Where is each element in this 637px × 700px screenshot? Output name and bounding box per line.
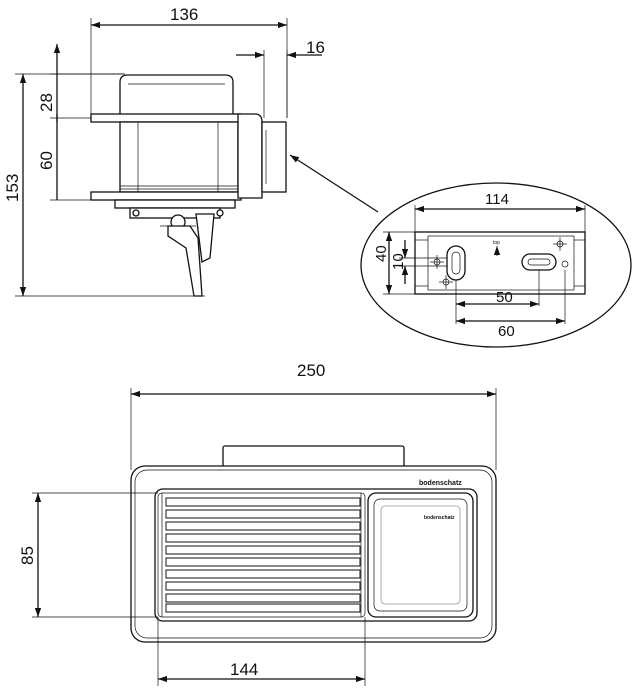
brand-logo: bodenschatz — [419, 480, 462, 487]
front-dim-grill-label: 144 — [230, 660, 258, 679]
front-view: 250 — [18, 361, 497, 686]
detail-leader — [289, 154, 379, 213]
side-dim-width: 136 — [90, 5, 288, 118]
brand-logo-small: bodenschatz — [424, 515, 455, 521]
detail-dim-slot-outer-label: 60 — [498, 323, 515, 340]
front-dim-height-label: 85 — [18, 546, 37, 565]
mounting-plate: top — [414, 231, 586, 295]
side-dim-offset-label: 16 — [306, 38, 325, 57]
side-dim-height: 153 — [3, 73, 205, 297]
side-ribs — [120, 185, 238, 190]
detail-callout — [360, 182, 632, 348]
switch-body-side — [90, 74, 287, 297]
side-view: 136 16 28 60 153 — [3, 5, 379, 297]
detail-dim-bottom: 50 60 — [455, 270, 566, 340]
side-dim-vertical: 28 60 — [37, 44, 125, 201]
detail-top-label: top — [493, 240, 500, 246]
detail-dim-width-label: 114 — [485, 191, 509, 208]
detail-dim-outer-label: 40 — [373, 245, 390, 262]
side-dim-middle-label: 60 — [37, 151, 56, 170]
side-dim-height-label: 153 — [3, 174, 22, 202]
front-grill — [157, 492, 366, 618]
front-dim-width-label: 250 — [297, 361, 325, 380]
detail-dim-slot-spacing-label: 50 — [496, 289, 513, 306]
front-dim-width: 250 — [130, 361, 497, 470]
detail-dim-inner-label: 10 — [390, 253, 407, 270]
side-dim-top-label: 28 — [37, 93, 56, 112]
front-dim-height: 85 — [18, 492, 158, 618]
front-dim-grill: 144 — [157, 617, 366, 686]
detail-dim-left: 40 10 — [373, 231, 447, 295]
detail-dim-width: 114 — [414, 191, 586, 232]
detail-view: 114 — [360, 182, 632, 348]
front-button — [367, 492, 474, 618]
side-dim-width-label: 136 — [170, 5, 198, 24]
side-dim-offset: 16 — [236, 38, 325, 118]
